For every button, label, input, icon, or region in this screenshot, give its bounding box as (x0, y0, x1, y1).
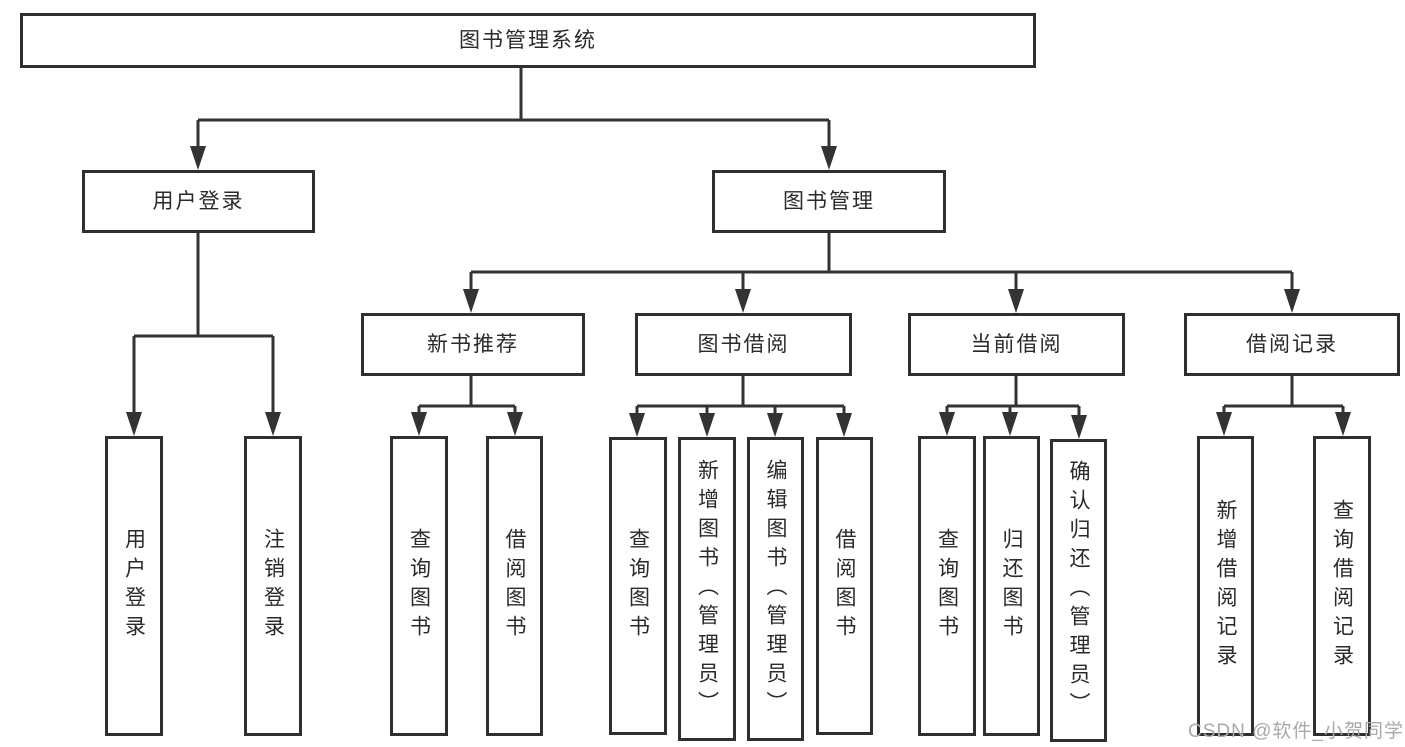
leaf-query-books-3: 查询图书 (918, 436, 976, 736)
node-library-system: 图书管理系统 (20, 13, 1036, 68)
leaf-query-books-2: 查询图书 (609, 437, 667, 735)
leaf-borrow-books-1: 借阅图书 (486, 436, 543, 736)
leaf-logout: 注销登录 (244, 436, 302, 736)
leaf-borrow-books-2: 借阅图书 (816, 437, 873, 735)
node-book-borrow: 图书借阅 (635, 313, 852, 376)
node-current-borrow: 当前借阅 (908, 313, 1125, 376)
connector-new-book (417, 376, 517, 416)
leaf-add-borrow-record: 新增借阅记录 (1197, 436, 1254, 736)
connector-user-login (132, 233, 275, 416)
node-user-login: 用户登录 (82, 170, 315, 233)
node-book-management: 图书管理 (712, 170, 946, 233)
arrowheads (126, 146, 1351, 439)
connector-book-mgmt (469, 233, 1294, 293)
connector-current-borrow (945, 376, 1081, 419)
leaf-return-books: 归还图书 (983, 436, 1040, 736)
connector-root (196, 68, 831, 150)
leaf-query-borrow-record: 查询借阅记录 (1313, 436, 1371, 736)
leaf-confirm-return-admin: 确认归还（管理员） (1050, 439, 1107, 742)
leaf-query-books-1: 查询图书 (390, 436, 448, 736)
node-borrow-records: 借阅记录 (1184, 313, 1400, 376)
connector-book-borrow (635, 376, 846, 417)
leaf-user-login: 用户登录 (105, 436, 163, 736)
csdn-watermark: CSDN @软件_小贺同学 (1188, 721, 1404, 742)
connector-borrow-record (1222, 376, 1345, 416)
node-new-book-recommend: 新书推荐 (361, 313, 585, 376)
leaf-add-books-admin: 新增图书（管理员） (678, 437, 736, 741)
leaf-edit-books-admin: 编辑图书（管理员） (747, 437, 804, 741)
